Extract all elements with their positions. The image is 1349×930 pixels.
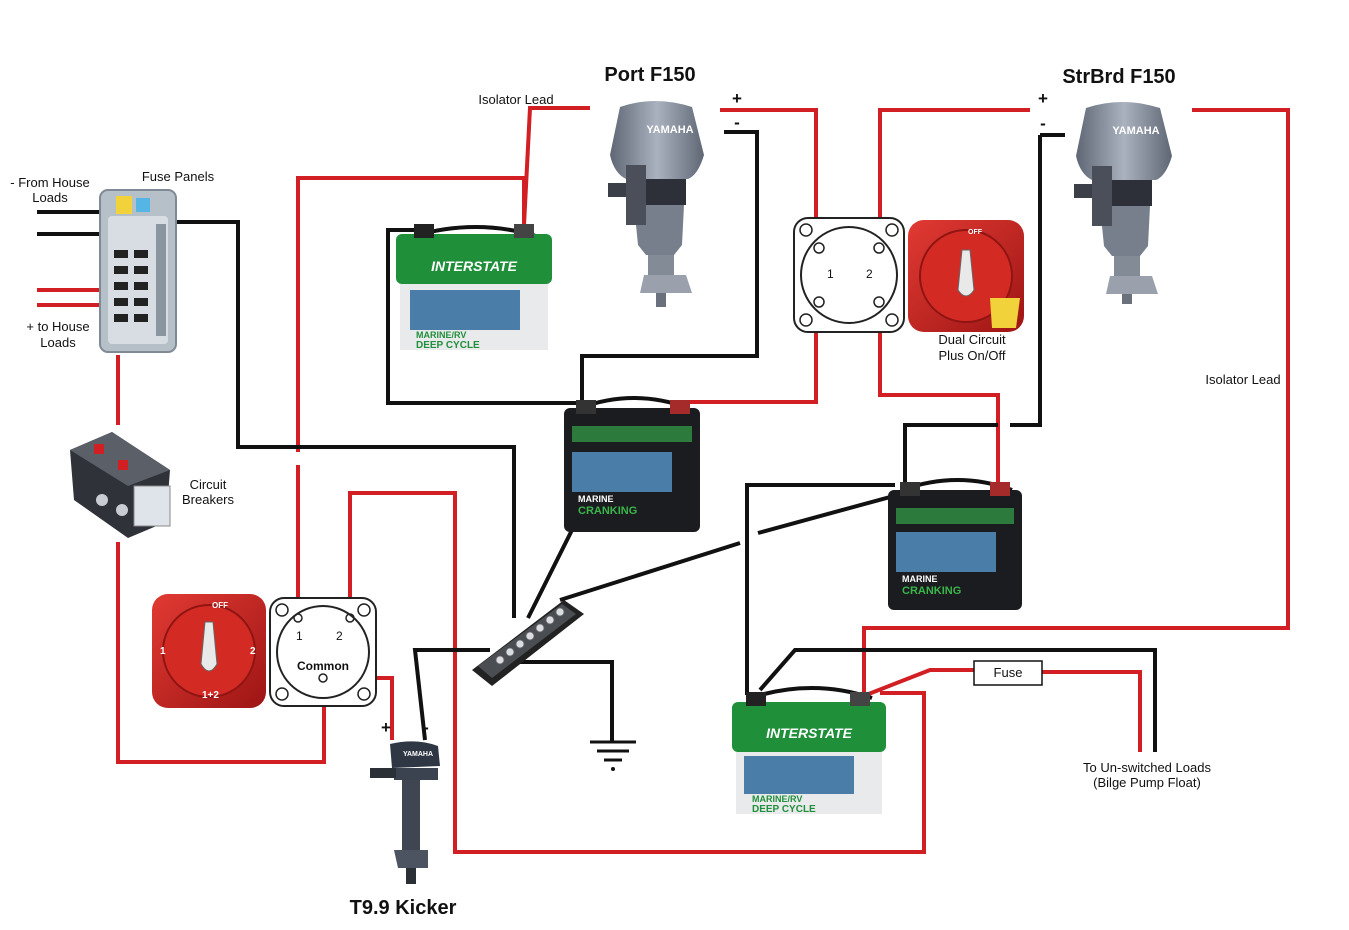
bus-bar [472, 600, 584, 686]
strbrd-engine: YAMAHA [1074, 102, 1172, 304]
battery-brand-2: CRANKING [902, 585, 961, 597]
battery-brand: INTERSTATE [766, 725, 852, 741]
to-house-loads-line1: + to House [26, 319, 89, 334]
circuit-breakers [70, 432, 171, 538]
switch-pos-1: 1 [827, 267, 834, 281]
battery-model-1: MARINE/RV [416, 330, 466, 340]
strbrd-minus-mark: - [1040, 114, 1046, 133]
unswitched-loads-line2: (Bilge Pump Float) [1093, 775, 1201, 790]
common-label: Common [297, 659, 349, 673]
engine-brand-label: YAMAHA [646, 124, 693, 136]
port-plus-mark: + [732, 89, 742, 108]
engine-brand-label: YAMAHA [1112, 125, 1159, 137]
isolator-lead-port-label: Isolator Lead [478, 92, 553, 107]
rotary-pos-both: 1+2 [202, 690, 219, 701]
kicker-title: T9.9 Kicker [350, 897, 457, 919]
port-minus-mark: - [734, 113, 740, 132]
dual-circuit-line1: Dual Circuit [938, 332, 1006, 347]
dual-circuit-line2: Plus On/Off [939, 348, 1006, 363]
rotary-off-label: OFF [212, 601, 228, 610]
cranking-battery-port: MARINE CRANKING [564, 396, 700, 532]
rotary-switch-top: OFF [908, 220, 1024, 332]
unswitched-loads-line1: To Un-switched Loads [1083, 760, 1211, 775]
battery-model-2: DEEP CYCLE [416, 340, 480, 351]
common-pos-1: 1 [296, 629, 303, 643]
port-engine-title: Port F150 [604, 64, 695, 86]
port-engine: YAMAHA [608, 101, 704, 307]
rotary-pos-1: 1 [160, 646, 166, 657]
cranking-battery-strbrd: MARINE CRANKING [888, 478, 1022, 610]
battery-brand: INTERSTATE [431, 258, 517, 274]
common-switch: 1 2 Common [269, 597, 377, 707]
battery-brand-2: CRANKING [578, 505, 637, 517]
kicker-minus-mark: - [423, 718, 429, 737]
from-house-loads-line1: - From House [10, 175, 89, 190]
kicker-brand-label: YAMAHA [403, 751, 433, 758]
dual-circuit-switch: 1 2 [793, 217, 905, 333]
switch-pos-2: 2 [866, 267, 873, 281]
circuit-breakers-line1: Circuit [190, 477, 227, 492]
interstate-battery-bottom: INTERSTATE MARINE/RV DEEP CYCLE [732, 686, 886, 815]
rotary-off-label: OFF [968, 229, 983, 236]
battery-model-1: MARINE/RV [752, 794, 802, 804]
fuse-panel [99, 189, 177, 353]
battery-model-2: DEEP CYCLE [752, 804, 816, 815]
to-house-loads-line2: Loads [40, 335, 76, 350]
strbrd-engine-title: StrBrd F150 [1062, 66, 1175, 88]
rotary-pos-2: 2 [250, 646, 256, 657]
strbrd-plus-mark: + [1038, 89, 1048, 108]
interstate-battery-top: INTERSTATE MARINE/RV DEEP CYCLE [396, 224, 552, 351]
battery-brand-1: MARINE [902, 574, 938, 584]
common-pos-2: 2 [336, 629, 343, 643]
positive-wires [37, 106, 1290, 854]
kicker-plus-mark: + [381, 718, 391, 737]
kicker-engine: YAMAHA [370, 741, 440, 884]
battery-brand-1: MARINE [578, 494, 614, 504]
fuse-label: Fuse [994, 665, 1023, 680]
rotary-switch-bottom: OFF 1 2 1+2 [152, 594, 266, 708]
fuse-panels-label: Fuse Panels [142, 169, 215, 184]
isolator-lead-strbrd-label: Isolator Lead [1205, 372, 1280, 387]
inline-fuse: Fuse [973, 660, 1043, 686]
circuit-breakers-line2: Breakers [182, 492, 235, 507]
from-house-loads-line2: Loads [32, 190, 68, 205]
ground-symbol [590, 740, 636, 771]
